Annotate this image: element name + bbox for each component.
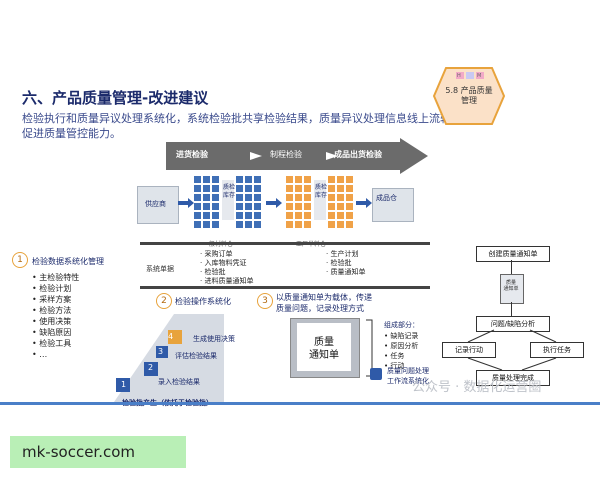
finished-goods-box bbox=[372, 188, 414, 222]
step-3-number: 3 bbox=[158, 347, 164, 356]
system-doc-right-item: · 生产计划 bbox=[326, 250, 359, 258]
supplier-label: 供应商 bbox=[145, 200, 166, 208]
step-3-label: 评估检验结果 bbox=[175, 352, 217, 360]
section3-components-list: • 缺陷记录 • 原因分析 • 任务 • 行动 bbox=[384, 331, 418, 371]
system-doc-left-item: · 检验批 bbox=[200, 268, 226, 276]
section3-doc-label: 质量 通知单 bbox=[309, 337, 339, 361]
badge-label: 5.8 产品质量 管理 bbox=[437, 86, 501, 106]
section3-component: • 任务 bbox=[384, 352, 405, 360]
badge-line-2: 管理 bbox=[461, 96, 477, 105]
section2-title: 检验操作系统化 bbox=[175, 297, 231, 306]
section1-item: • 主检验特性 bbox=[32, 273, 80, 282]
section3-bracket bbox=[366, 319, 373, 377]
bottom-rule bbox=[0, 402, 600, 405]
section1-item: • 检验方法 bbox=[32, 306, 72, 315]
step-4-number: 4 bbox=[168, 332, 174, 341]
flow-record-action: 记录行动 bbox=[442, 342, 496, 358]
section1-item: • 采样方案 bbox=[32, 295, 72, 304]
arrow-label-process: 制程检验 bbox=[270, 150, 302, 159]
step-2-label: 录入检验结果 bbox=[158, 378, 200, 386]
section1-item: • 缺陷原因 bbox=[32, 328, 72, 337]
warehouse-general-shelves bbox=[194, 176, 261, 228]
section1-number: 1 bbox=[12, 252, 28, 268]
section2-number: 2 bbox=[156, 293, 172, 309]
section1-list: • 主检验特性 • 检验计划 • 采样方案 • 检验方法 • 使用决策 • 缺陷… bbox=[32, 272, 79, 360]
arrow-label-incoming: 进货检验 bbox=[176, 150, 208, 159]
section3-component: • 行动 bbox=[384, 362, 405, 370]
flow-doc bbox=[500, 274, 524, 304]
system-doc-right-item: · 检验批 bbox=[326, 259, 352, 267]
section1-item: • 检验工具 bbox=[32, 339, 72, 348]
supplier-arrow bbox=[178, 198, 194, 208]
warehouse-general-qc-label: 质检 库存 bbox=[223, 184, 236, 199]
section3-doc bbox=[297, 323, 351, 371]
system-doc-title: 系统单据 bbox=[146, 265, 174, 273]
section3-number: 3 bbox=[257, 293, 273, 309]
section1-title: 检验数据系统化管理 bbox=[32, 257, 104, 266]
section1-item: • 检验计划 bbox=[32, 284, 72, 293]
warehouse-factory-qc-label: 质检 库存 bbox=[315, 184, 328, 199]
system-doc-left-item: · 入库物料凭证 bbox=[200, 259, 247, 267]
section2-staircase bbox=[114, 314, 224, 402]
section3-note-line-2: 工作流系统化 bbox=[387, 377, 429, 385]
subtitle-line-2: 促进质量管控能力。 bbox=[22, 127, 121, 140]
system-doc-right-list: · 生产计划 · 检验批 · 质量通知单 bbox=[326, 250, 365, 277]
section3-component: • 缺陷记录 bbox=[384, 332, 419, 340]
step-1-number: 1 bbox=[121, 380, 127, 389]
badge-m: M bbox=[477, 73, 482, 79]
flow-done: 质量处理完成 bbox=[476, 370, 550, 386]
system-doc-left-item: · 采购订单 bbox=[200, 250, 233, 258]
system-doc-bottom-line bbox=[140, 286, 430, 289]
flow-analysis: 问题/缺陷分析 bbox=[476, 316, 550, 332]
section3-workflow-icon bbox=[370, 368, 382, 380]
badge-line-1: 5.8 产品质量 bbox=[445, 86, 493, 95]
arrow-label-outgoing: 成品出货检验 bbox=[334, 150, 382, 159]
flow-execute-task: 执行任务 bbox=[530, 342, 584, 358]
flow-line-1 bbox=[511, 260, 512, 274]
system-doc-top-line bbox=[140, 242, 430, 245]
system-doc-left-item: · 进料质量通知单 bbox=[200, 277, 254, 285]
watermark: 公众号 · 数据化运营圈 bbox=[412, 380, 542, 395]
process-arrow bbox=[166, 138, 428, 174]
section3-note-line-1: 质量问题处理 bbox=[387, 367, 429, 375]
badge-hexagon bbox=[432, 67, 506, 125]
system-doc-right-item: · 质量通知单 bbox=[326, 268, 366, 276]
section3-title-line-2: 质量问题，记录处理方式 bbox=[276, 304, 364, 313]
logo-text: mk-soccer.com bbox=[22, 443, 136, 461]
step-4-label: 生成使用决策 bbox=[193, 335, 235, 343]
flow-doc-label: 质量 通知单 bbox=[503, 280, 519, 292]
system-doc-left-list: · 采购订单 · 入库物料凭证 · 检验批 · 进料质量通知单 bbox=[200, 250, 253, 286]
warehouse-factory-shelves bbox=[286, 176, 353, 228]
flow-connectors bbox=[467, 329, 557, 371]
section1-item: • 使用决策 bbox=[32, 317, 72, 326]
supplier-box bbox=[137, 186, 179, 224]
section1-item: • … bbox=[32, 350, 48, 359]
flow-line-2 bbox=[511, 302, 512, 316]
step-2-number: 2 bbox=[148, 363, 154, 372]
subtitle-line-1: 检验执行和质量异议处理系统化，系统检验批共享检验结果，质量异议处理信息线上流转， bbox=[22, 112, 462, 125]
section3-components-title: 组成部分： bbox=[384, 321, 419, 329]
section3-title-line-1: 以质量通知单为载体，传递 bbox=[276, 293, 372, 302]
warehouse-arrow-1 bbox=[266, 198, 282, 208]
page-title: 六、产品质量管理-改进建议 bbox=[22, 89, 209, 107]
finished-goods-label: 成品仓 bbox=[376, 194, 397, 202]
warehouse-arrow-2 bbox=[356, 198, 372, 208]
section3-component: • 原因分析 bbox=[384, 342, 419, 350]
badge-h: H bbox=[457, 73, 461, 79]
logo-banner bbox=[10, 436, 186, 468]
flow-create-notice: 创建质量通知单 bbox=[476, 246, 550, 262]
